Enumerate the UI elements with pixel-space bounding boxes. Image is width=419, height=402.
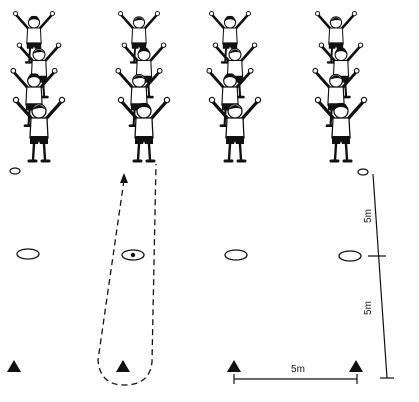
child-hand xyxy=(119,12,123,16)
child-hand xyxy=(313,68,318,73)
child-torso xyxy=(329,28,343,44)
triangle-col-1 xyxy=(7,360,21,372)
horizontal-dimension: 5m xyxy=(234,364,357,384)
child-torso xyxy=(30,118,48,138)
child-hand xyxy=(157,68,162,73)
hoop-col-3 xyxy=(225,250,247,260)
children-line-2 xyxy=(116,12,170,161)
triangle-col-2 xyxy=(116,360,130,372)
child-hand xyxy=(248,68,253,73)
child-hand xyxy=(246,12,250,16)
child-legs xyxy=(138,144,150,160)
children-line-3 xyxy=(207,12,261,161)
arrow-up-icon xyxy=(120,173,128,183)
child-torso xyxy=(26,87,42,105)
child-hand xyxy=(122,43,126,47)
child-hand xyxy=(118,97,123,102)
run-path-line xyxy=(98,164,156,385)
child-torso xyxy=(223,28,237,44)
child-hand xyxy=(210,12,214,16)
run-path xyxy=(98,164,156,385)
child-hand xyxy=(252,43,256,47)
child-hand xyxy=(207,68,212,73)
child-legs xyxy=(33,144,45,160)
child-torso xyxy=(222,87,238,105)
children-layer xyxy=(11,12,367,161)
child-figure xyxy=(13,97,64,161)
child-figure xyxy=(315,97,366,161)
vertical-dimension-line xyxy=(373,174,387,378)
child-hand xyxy=(11,68,16,73)
child-shorts xyxy=(226,136,244,144)
child-hand xyxy=(361,97,366,102)
child-hand xyxy=(17,43,21,47)
end-triangles xyxy=(7,360,363,372)
child-torso xyxy=(132,28,146,44)
child-torso xyxy=(131,87,147,105)
child-legs xyxy=(335,144,347,160)
child-figure xyxy=(11,68,57,125)
vertical-bottom-label: 5m xyxy=(363,301,374,315)
child-hand xyxy=(316,12,320,16)
child-shorts xyxy=(135,136,153,144)
child-torso xyxy=(328,87,344,105)
child-torso xyxy=(332,118,350,138)
middle-hoops xyxy=(17,249,361,261)
child-hand xyxy=(255,97,260,102)
start-cones xyxy=(10,168,368,175)
hoop-col-4 xyxy=(339,251,361,261)
child-hand xyxy=(319,43,323,47)
child-hand xyxy=(209,97,214,102)
child-figure xyxy=(207,68,253,125)
child-hand xyxy=(56,43,60,47)
child-shorts xyxy=(27,42,41,48)
vertical-top-label: 5m xyxy=(363,209,374,223)
child-hand xyxy=(315,97,320,102)
child-torso xyxy=(135,118,153,138)
child-hand xyxy=(358,43,362,47)
children-line-4 xyxy=(313,12,367,161)
child-hand xyxy=(116,68,121,73)
child-figure xyxy=(209,97,260,161)
child-hand xyxy=(213,43,217,47)
child-hand xyxy=(52,68,57,73)
child-shorts xyxy=(30,136,48,144)
child-hand xyxy=(161,43,165,47)
child-torso xyxy=(27,28,41,44)
child-hand xyxy=(155,12,159,16)
horizontal-label: 5m xyxy=(291,364,305,375)
child-torso xyxy=(226,118,244,138)
child-hand xyxy=(354,68,359,73)
children-line-1 xyxy=(11,12,65,161)
child-shorts xyxy=(332,136,350,144)
hoop-center-dot xyxy=(131,253,135,257)
triangle-col-4 xyxy=(349,360,363,372)
child-hand xyxy=(164,97,169,102)
start-cone-2 xyxy=(358,169,368,175)
child-hand xyxy=(13,97,18,102)
child-hand xyxy=(352,12,356,16)
child-figure xyxy=(313,68,359,125)
hoop-col-1 xyxy=(17,249,39,259)
child-hand xyxy=(50,12,54,16)
child-legs xyxy=(229,144,241,160)
child-figure xyxy=(118,97,169,161)
child-shorts xyxy=(223,42,237,48)
triangle-col-3 xyxy=(227,360,241,372)
child-hand xyxy=(14,12,18,16)
child-hand xyxy=(59,97,64,102)
vertical-dimension: 5m 5m xyxy=(363,174,394,378)
start-cone-1 xyxy=(10,168,20,174)
child-figure xyxy=(116,68,162,125)
